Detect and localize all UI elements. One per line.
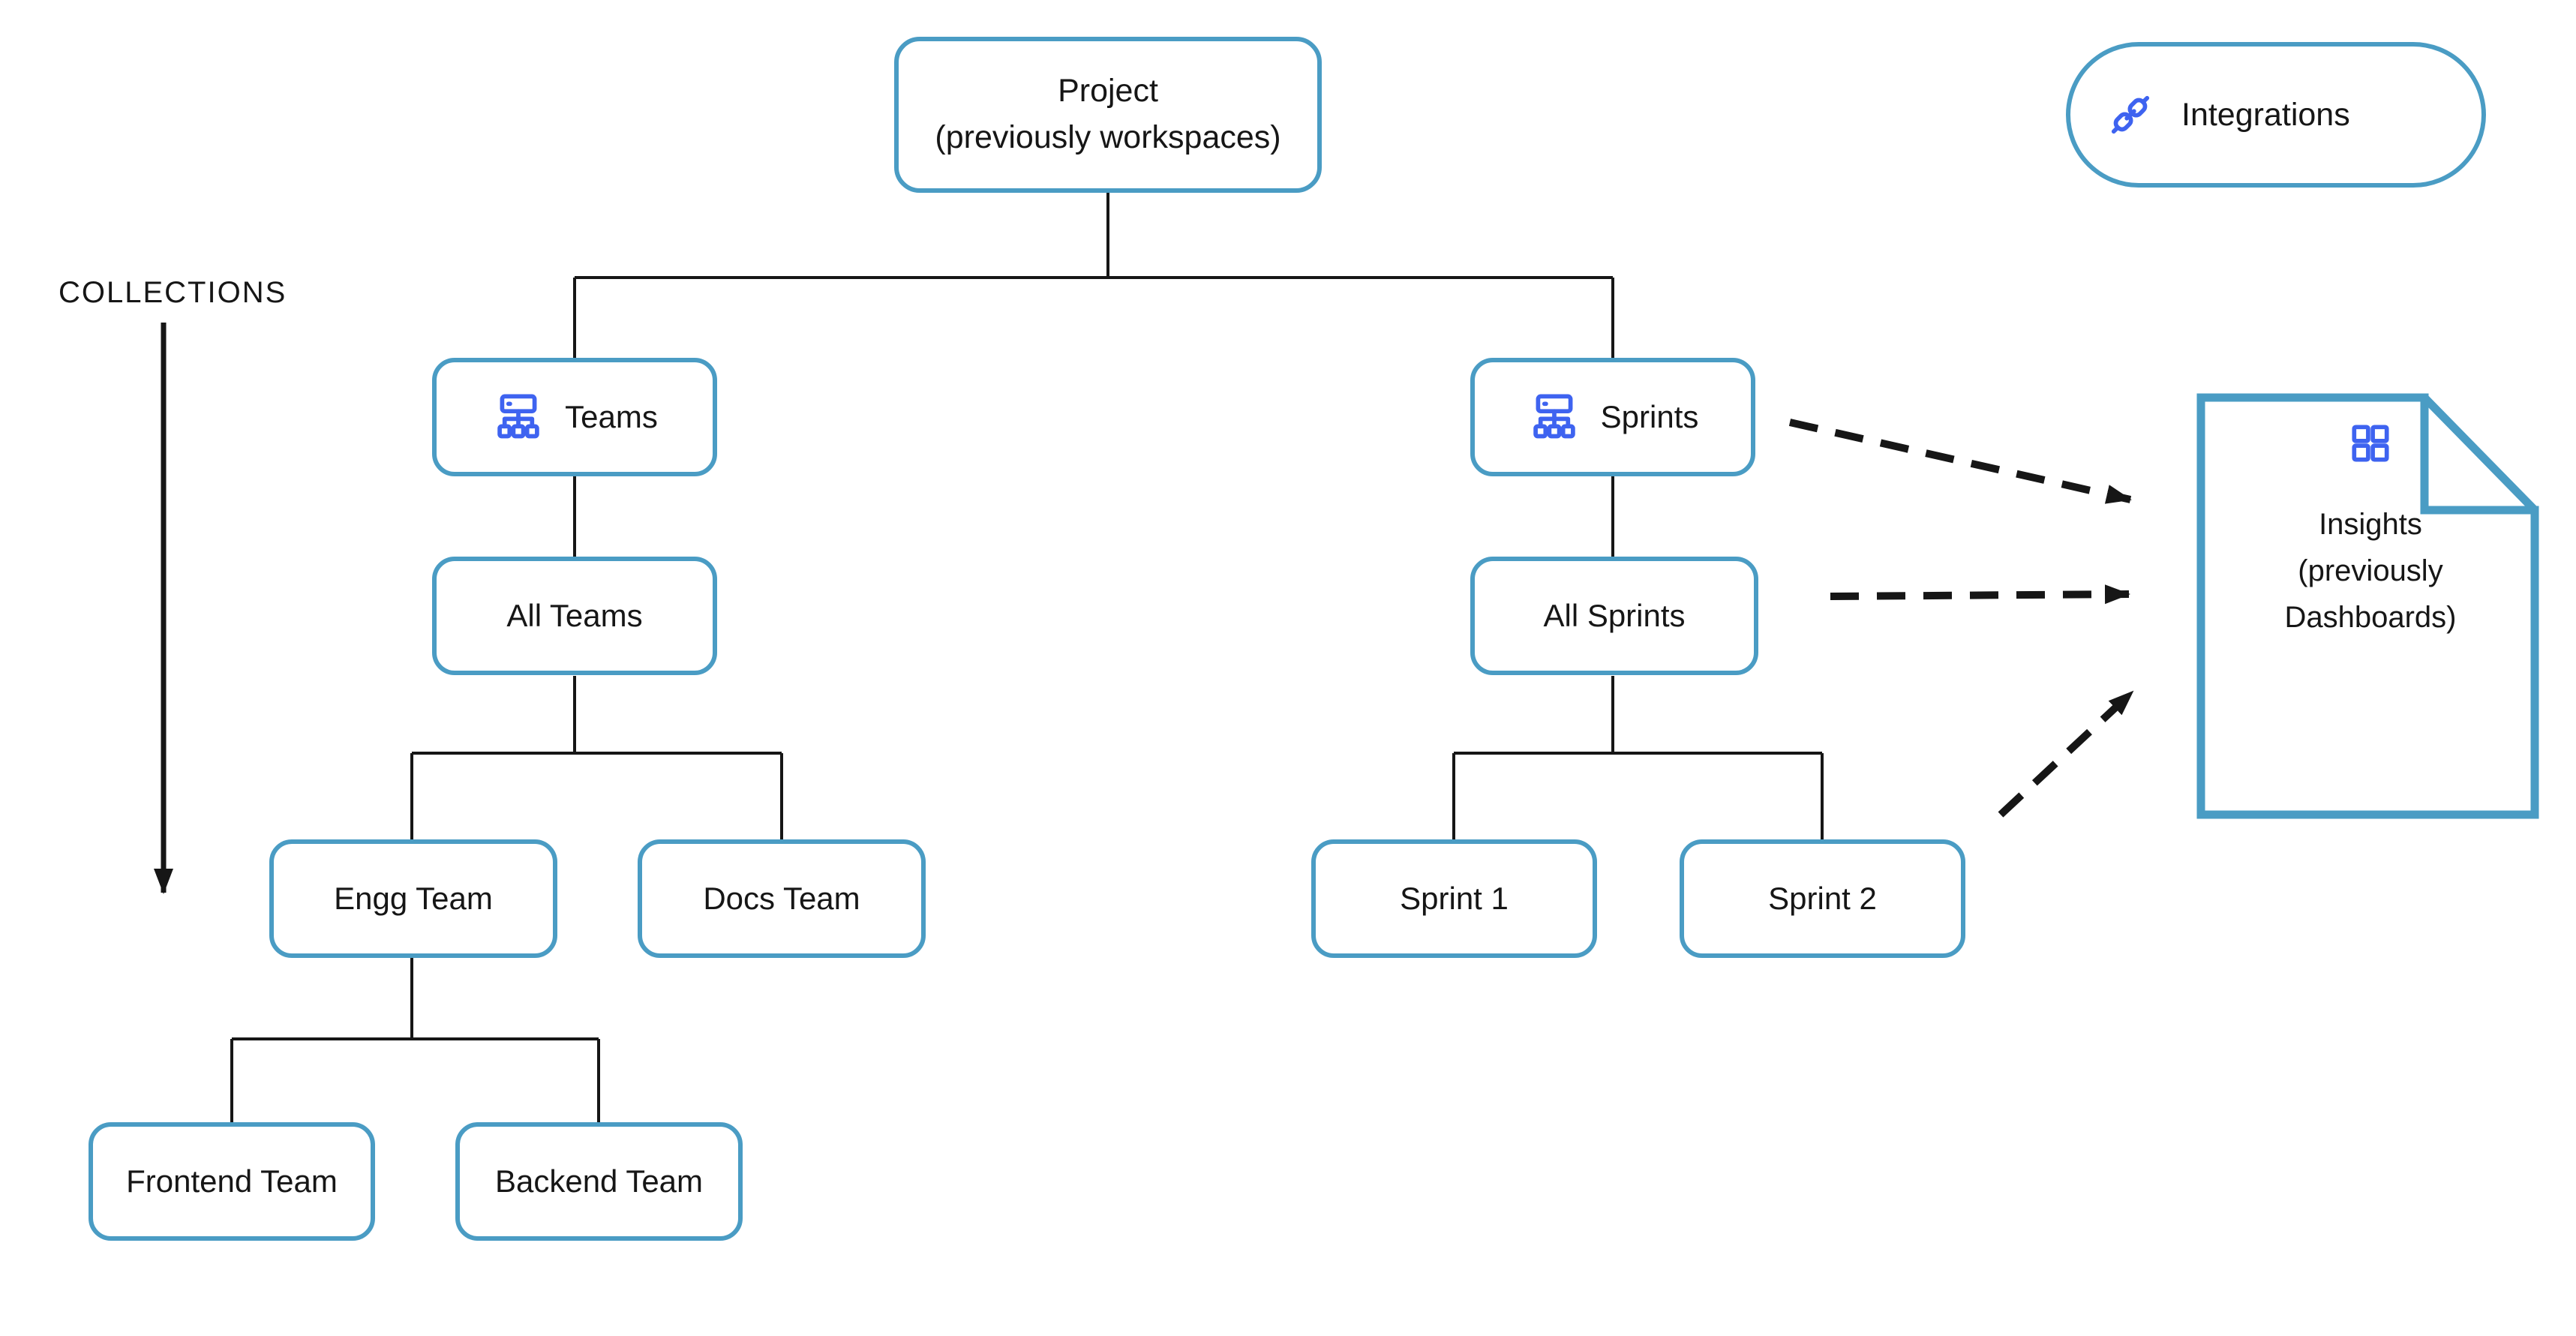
arrow-sprint2-to-insights (1998, 689, 2136, 818)
dashboard-grid-icon (2347, 420, 2394, 501)
node-sprint-2: Sprint 2 (1680, 839, 1965, 958)
node-engg-team: Engg Team (269, 839, 557, 958)
node-project-line1: Project (1058, 73, 1158, 110)
node-sprint-2-label: Sprint 2 (1768, 880, 1877, 916)
arrow-sprints-to-insights (1788, 419, 2132, 504)
dashed-arrows (1788, 419, 2136, 818)
node-sprint-1-label: Sprint 1 (1400, 880, 1509, 916)
node-all-sprints: All Sprints (1470, 557, 1758, 675)
sitemap-icon (491, 390, 545, 444)
insights-line2: (previously (2298, 554, 2443, 587)
integrations-label: Integrations (2181, 96, 2350, 133)
insights-line1: Insights (2319, 508, 2422, 541)
node-sprint-1: Sprint 1 (1311, 839, 1597, 958)
node-engg-team-label: Engg Team (334, 880, 493, 916)
insights-document: Insights (previously Dashboards) (2205, 420, 2535, 810)
collections-label: COLLECTIONS (59, 276, 287, 309)
integrations-badge: Integrations (2066, 42, 2486, 188)
node-backend-team: Backend Team (455, 1122, 743, 1241)
node-project: Project (previously workspaces) (894, 37, 1322, 193)
node-frontend-team-label: Frontend Team (126, 1163, 338, 1199)
node-teams-label: Teams (565, 398, 658, 434)
node-project-line2: (previously workspaces) (935, 119, 1281, 155)
node-sprints: Sprints (1470, 358, 1755, 476)
node-teams: Teams (432, 358, 717, 476)
node-all-sprints-label: All Sprints (1543, 597, 1686, 633)
link-icon (2105, 89, 2156, 140)
node-all-teams-label: All Teams (506, 597, 643, 633)
arrow-allsprints-to-insights (1830, 584, 2130, 605)
node-docs-team: Docs Team (638, 839, 926, 958)
node-frontend-team: Frontend Team (89, 1122, 375, 1241)
node-docs-team-label: Docs Team (703, 880, 860, 916)
node-sprints-label: Sprints (1600, 398, 1699, 434)
sitemap-icon (1527, 390, 1581, 444)
node-backend-team-label: Backend Team (494, 1163, 704, 1199)
insights-line3: Dashboards) (2284, 601, 2457, 634)
node-all-teams: All Teams (432, 557, 717, 675)
